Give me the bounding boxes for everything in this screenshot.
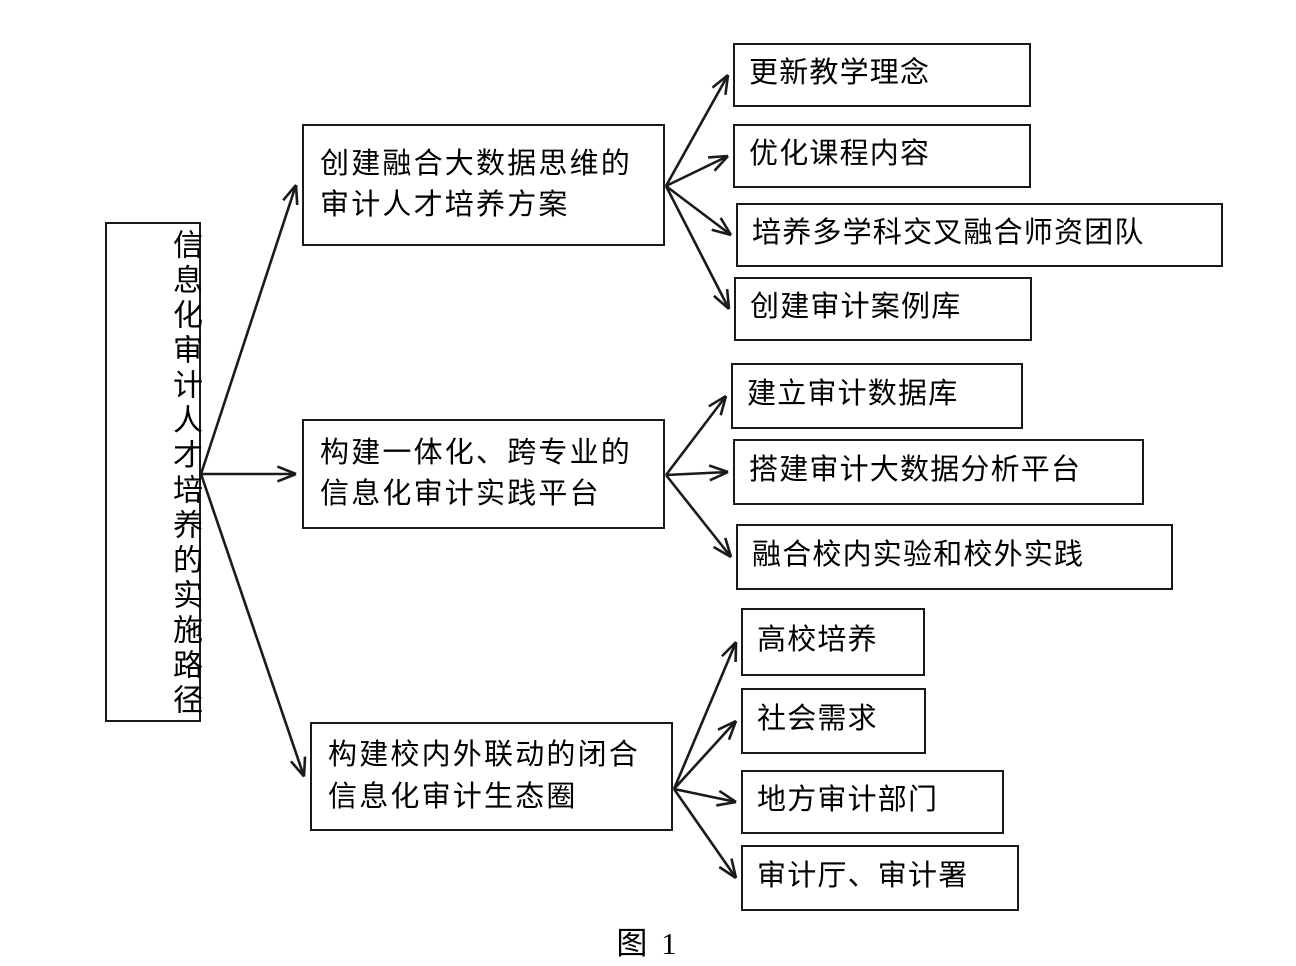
leaf-node-3-2: 社会需求: [741, 688, 926, 754]
arrow-branch-3-to-leaf-4: [672, 788, 738, 880]
arrow-branch-2-to-leaf-3: [664, 474, 733, 559]
branch-node-3: 构建校内外联动的闭合信息化审计生态圈: [310, 722, 673, 831]
arrow-branch-3-to-leaf-2: [673, 719, 738, 790]
leaf-node-1-4: 创建审计案例库: [734, 277, 1032, 341]
arrow-branch-1-to-leaf-4: [664, 185, 731, 310]
arrow-branch-2-to-leaf-2: [665, 464, 729, 482]
branch-node-2: 构建一体化、跨专业的信息化审计实践平台: [302, 419, 665, 529]
arrow-branch-2-to-leaf-1: [664, 394, 728, 476]
arrow-branch-3-to-leaf-1: [672, 641, 738, 790]
root-node: 信息化审计人才培养的实施路径: [105, 222, 201, 722]
arrow-branch-1-to-leaf-2: [665, 154, 729, 188]
arrow-root-to-branch-1: [199, 184, 299, 475]
leaf-node-1-3: 培养多学科交叉融合师资团队: [736, 203, 1223, 267]
arrow-branch-1-to-leaf-1: [664, 73, 730, 187]
arrow-branch-1-to-leaf-3: [665, 184, 733, 237]
arrow-branch-3-to-leaf-3: [673, 787, 737, 807]
leaf-node-1-2: 优化课程内容: [733, 124, 1031, 188]
leaf-node-3-4: 审计厅、审计署: [741, 845, 1019, 911]
figure-caption: 图 1: [616, 926, 680, 961]
arrow-root-to-branch-2: [201, 465, 297, 483]
arrow-root-to-branch-3: [199, 473, 307, 778]
branch-node-1: 创建融合大数据思维的审计人才培养方案: [302, 124, 665, 246]
leaf-node-2-3: 融合校内实验和校外实践: [736, 524, 1173, 590]
leaf-node-1-1: 更新教学理念: [733, 43, 1031, 107]
leaf-node-3-3: 地方审计部门: [741, 770, 1004, 834]
leaf-node-3-1: 高校培养: [741, 608, 925, 676]
leaf-node-2-2: 搭建审计大数据分析平台: [733, 439, 1144, 505]
leaf-node-2-1: 建立审计数据库: [731, 363, 1023, 429]
